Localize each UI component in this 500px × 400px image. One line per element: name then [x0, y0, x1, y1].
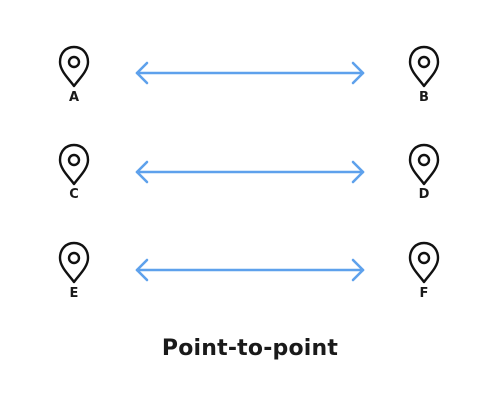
map-pin-icon — [408, 143, 440, 186]
double-arrow-icon — [135, 61, 365, 85]
row-3: E F — [58, 241, 440, 301]
pin-d: D — [408, 143, 440, 202]
node-label-c: C — [69, 187, 79, 202]
map-pin-icon — [408, 45, 440, 88]
node-label-d: D — [419, 187, 430, 202]
node-label-e: E — [70, 286, 79, 301]
pin-b: B — [408, 45, 440, 105]
diagram-caption: Point-to-point — [161, 336, 339, 361]
node-label-a: A — [69, 90, 79, 105]
pin-e: E — [58, 241, 90, 301]
node-label-b: B — [419, 90, 429, 105]
double-arrow-icon — [135, 258, 365, 282]
map-pin-icon — [58, 45, 90, 88]
map-pin-icon — [58, 143, 90, 186]
pin-c: C — [58, 143, 90, 202]
pin-f: F — [408, 241, 440, 301]
double-arrow-icon — [135, 160, 365, 184]
node-label-f: F — [420, 286, 429, 301]
row-2: C D — [58, 143, 440, 202]
pin-a: A — [58, 45, 90, 105]
map-pin-icon — [408, 241, 440, 284]
row-1: A B — [58, 45, 440, 105]
map-pin-icon — [58, 241, 90, 284]
